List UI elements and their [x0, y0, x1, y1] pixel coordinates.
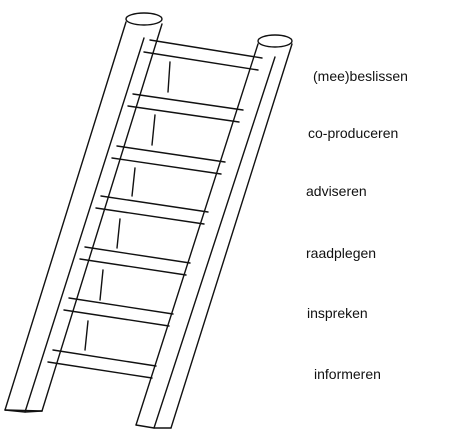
rung	[144, 40, 262, 92]
level-label-adviseren: adviseren	[306, 184, 367, 198]
level-label-mee-beslissen: (mee)beslissen	[313, 69, 408, 83]
rung	[64, 298, 173, 350]
rungs	[48, 40, 262, 378]
rung	[128, 94, 243, 145]
rung	[112, 146, 225, 196]
rung	[96, 196, 208, 248]
left-rail	[5, 13, 162, 412]
right-rail	[136, 35, 292, 428]
level-label-raadplegen: raadplegen	[306, 246, 376, 260]
level-label-informeren: informeren	[314, 367, 381, 381]
rung	[48, 350, 156, 378]
level-label-co-produceren: co-produceren	[308, 126, 398, 140]
level-label-inspreken: inspreken	[307, 306, 368, 320]
rung	[80, 247, 190, 300]
